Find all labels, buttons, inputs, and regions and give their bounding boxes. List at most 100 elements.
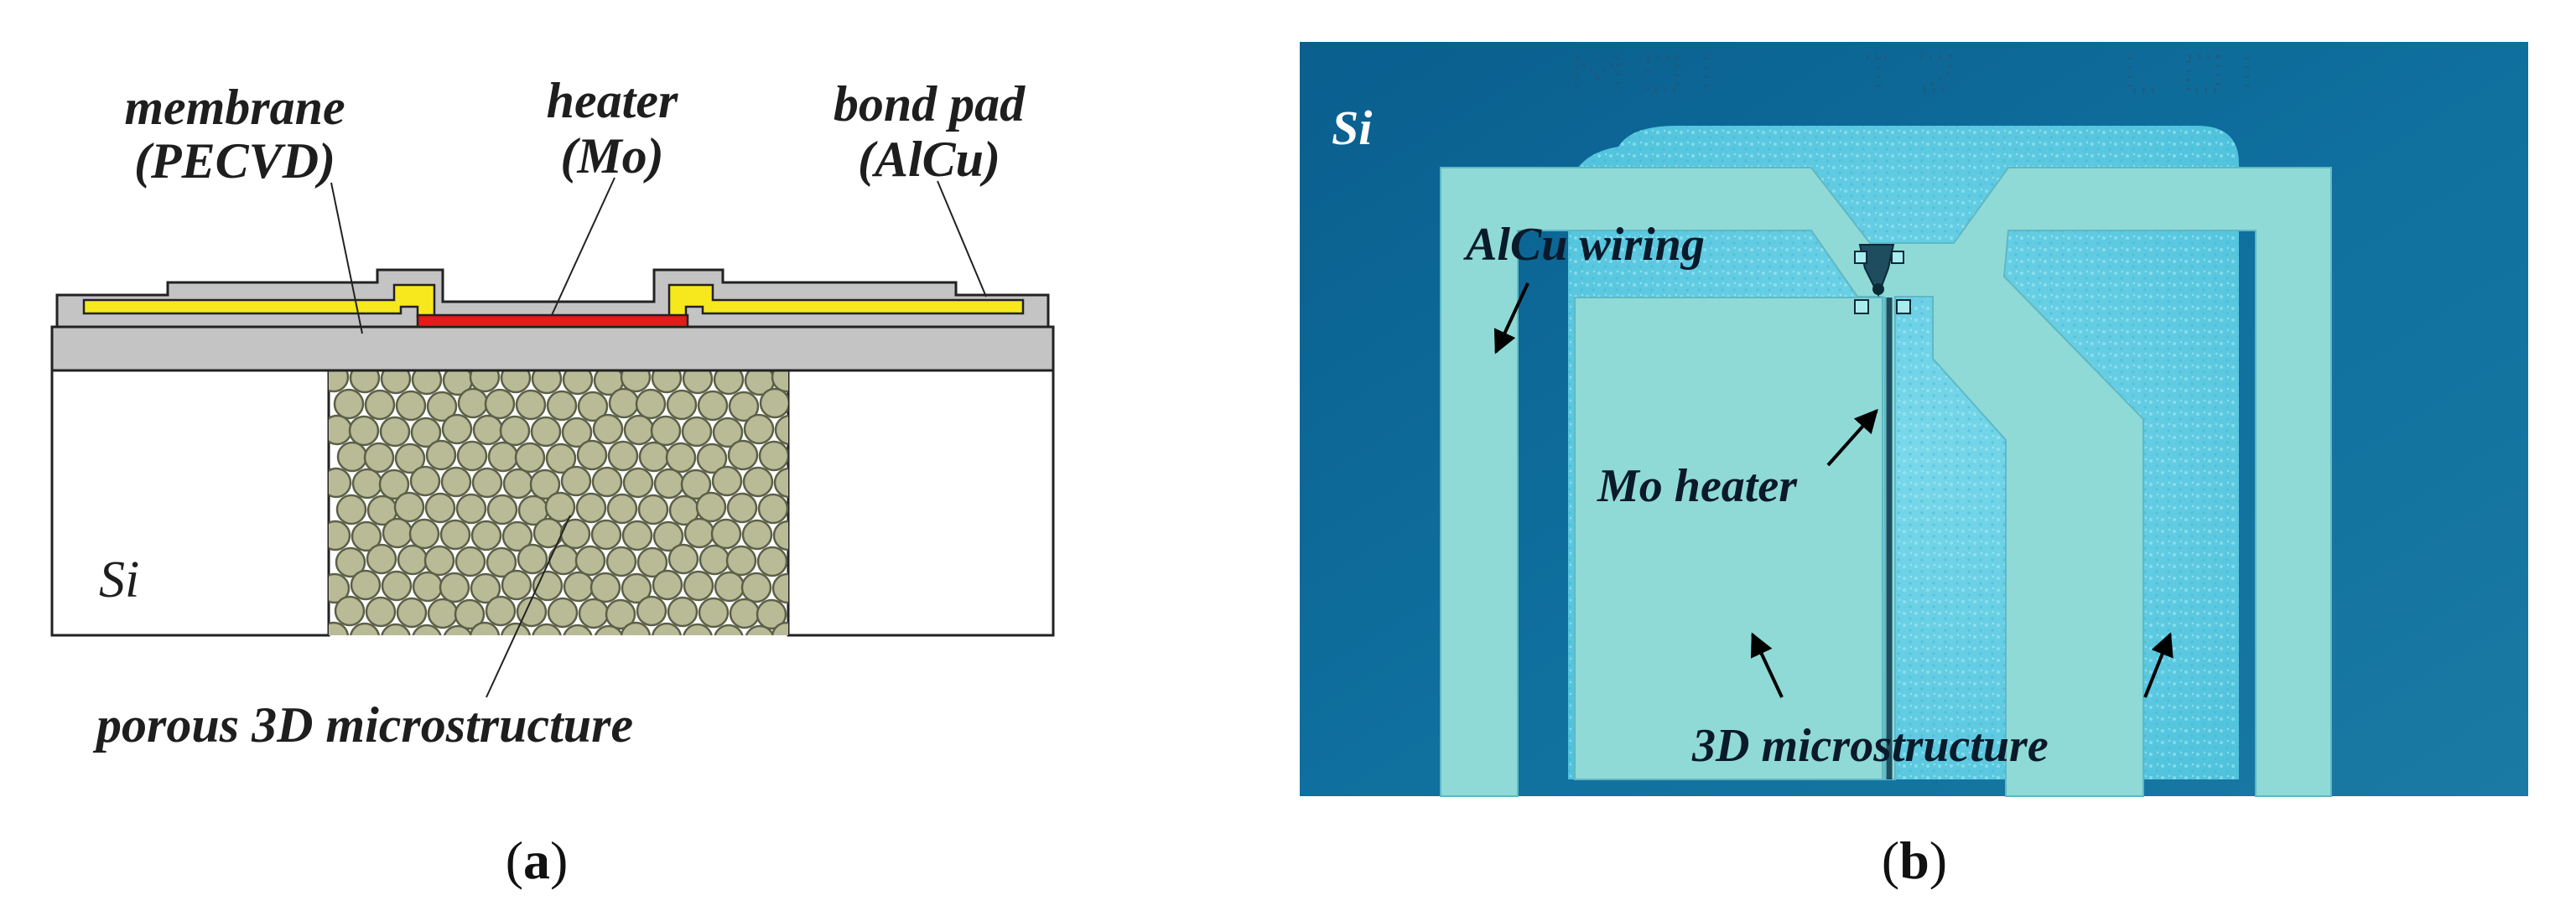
bondpad-material: (AlCu) [858, 132, 1000, 187]
particle [683, 570, 714, 602]
particle [621, 520, 653, 551]
si-label: Si [99, 551, 139, 608]
particle [517, 543, 548, 575]
particle [745, 624, 775, 635]
particle [335, 546, 366, 578]
particle [681, 416, 713, 448]
particle [652, 520, 684, 552]
particle [729, 598, 761, 629]
particle [501, 622, 531, 635]
heater-label: heater [547, 73, 678, 128]
particle [621, 572, 652, 604]
particle [443, 624, 473, 635]
particle [725, 545, 757, 577]
particle [594, 624, 624, 635]
bondpad-label: bond pad [834, 76, 1026, 132]
particle [771, 621, 788, 635]
particle [682, 369, 714, 395]
particle [408, 518, 440, 550]
particle [635, 388, 667, 420]
particle [423, 545, 455, 577]
particle [607, 440, 639, 472]
particle [714, 624, 744, 635]
particle [469, 621, 501, 635]
particle [666, 389, 698, 421]
bondpad-leader [937, 180, 987, 298]
heater-contacts [1854, 244, 1911, 314]
particle [696, 443, 728, 474]
particle [712, 417, 744, 448]
particle [378, 468, 410, 500]
particle [680, 468, 712, 500]
particle [394, 443, 426, 474]
particle [382, 517, 413, 549]
particle [636, 595, 667, 627]
particle [351, 520, 382, 552]
particle [742, 466, 774, 498]
particle [439, 519, 471, 551]
particle [743, 413, 775, 445]
particle [411, 369, 443, 396]
particle [683, 517, 715, 549]
particle [697, 390, 729, 422]
particle [758, 440, 788, 472]
particle [563, 571, 595, 603]
particle [379, 416, 411, 448]
particle [665, 442, 697, 474]
particle [329, 520, 351, 551]
particle [329, 369, 350, 393]
particle [364, 389, 396, 421]
wiring-label: AlCu wiring [1463, 219, 1705, 271]
particle [409, 465, 441, 497]
particle [484, 388, 516, 420]
particle [710, 518, 742, 550]
particle [349, 369, 381, 394]
particle [544, 491, 576, 523]
particle [653, 468, 685, 499]
particle [608, 387, 640, 419]
particle [575, 492, 607, 524]
particle [501, 520, 533, 552]
particle [651, 369, 683, 394]
particle [620, 621, 652, 635]
particle [605, 598, 636, 630]
particle [771, 572, 788, 604]
alcu-wiring [1440, 167, 2332, 797]
particle [606, 493, 638, 525]
heater-leader [551, 177, 615, 316]
particle [487, 441, 519, 473]
particle [396, 597, 428, 629]
silicon-block-left [50, 367, 330, 637]
caption-b: (b) [1882, 831, 1947, 890]
chip-marking [1574, 50, 2250, 93]
porous-leader [486, 515, 571, 698]
particle [683, 623, 713, 635]
particle [381, 623, 411, 635]
heater-arrow [1826, 408, 1878, 467]
particle [562, 369, 594, 396]
particle [667, 596, 699, 628]
particle [531, 369, 563, 395]
particle [756, 598, 787, 630]
particle [547, 597, 579, 629]
particle [440, 466, 472, 498]
particle [574, 545, 606, 577]
particle [470, 520, 502, 551]
panel-a-cross-section: membrane (PECVD) heater (Mo) bond pad (A… [50, 73, 1055, 890]
particle [695, 491, 727, 523]
particle [560, 465, 592, 497]
particle [728, 391, 760, 422]
membrane-material: (PECVD) [134, 133, 335, 189]
heater-material: (Mo) [560, 128, 663, 184]
particle [380, 369, 412, 395]
particle [756, 546, 788, 577]
silicon-block-right [787, 367, 1055, 637]
particle [350, 622, 380, 635]
particle [577, 391, 609, 422]
particle [426, 391, 458, 422]
particle [457, 387, 489, 419]
particle [329, 467, 352, 499]
particle [532, 623, 562, 635]
particle [773, 467, 788, 499]
